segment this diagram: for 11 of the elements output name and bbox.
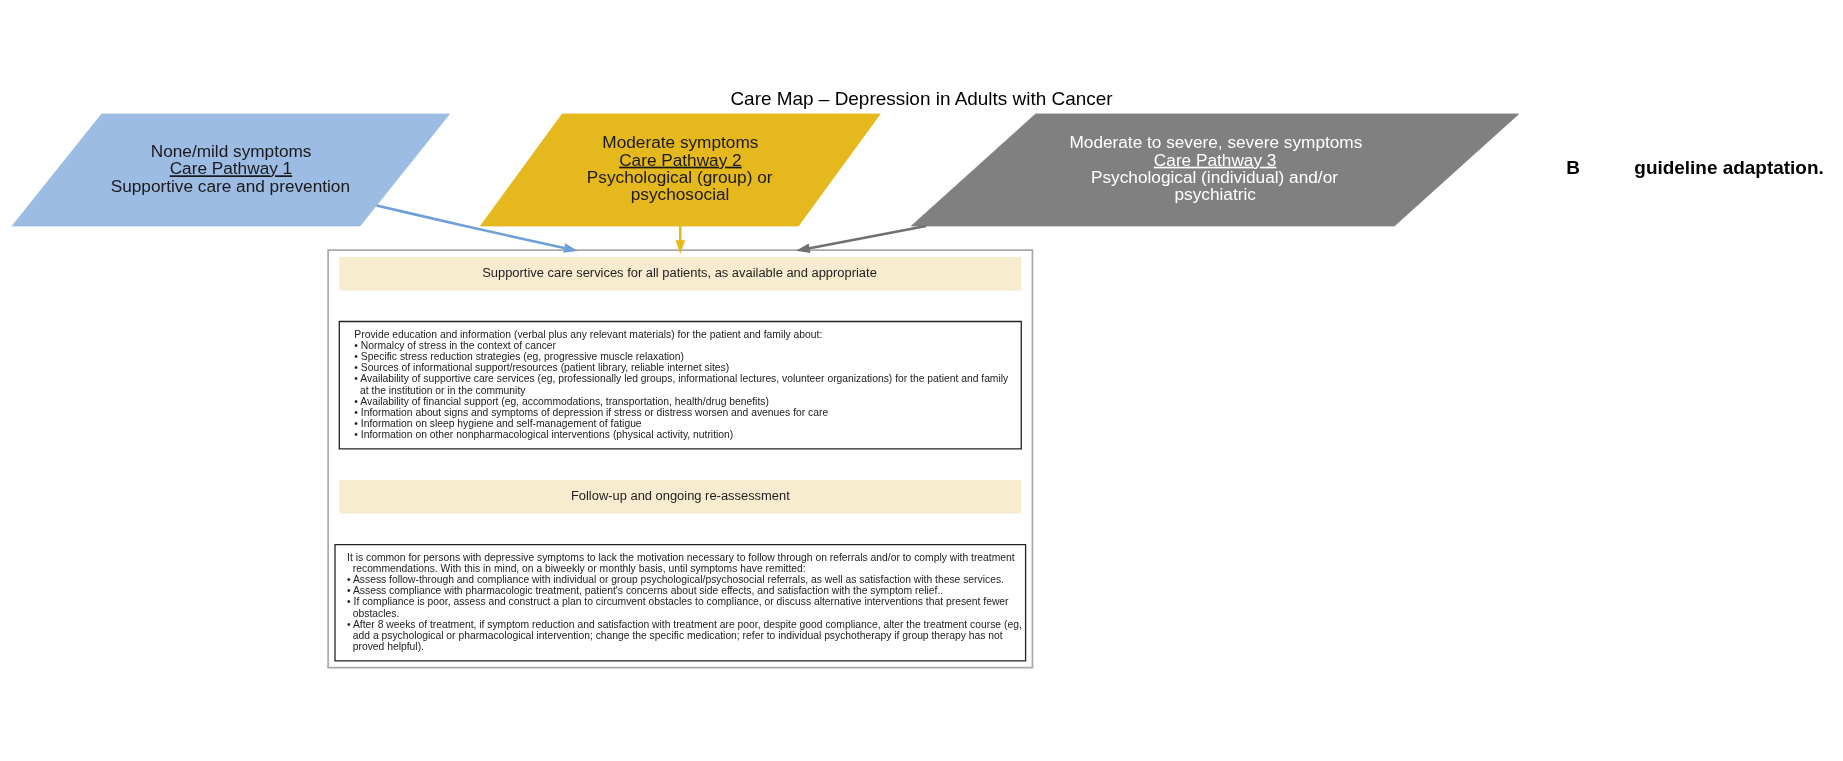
node-box: Supportive care services for all patients, as available and appropriate: [339, 256, 1022, 291]
label: B: [1566, 156, 1581, 178]
node-box: Provide education and information (verbal plus any relevant materials) for the patient and family about: • Normalcy of stress in the context of cancer • Specific stress reduction strategies (eg, progressive muscle relaxation) • Sources of informational support/resources (patient library, reliable internet sites) • Availability of supportive care services (eg, professionally led groups, informational lectures, volunteer organizations) for the patient and family at the institution or in the community • Availability of financial support (eg, accommodations, transportation, health/drug benefits) • Information about signs and symptoms of depression if stress or distress worsen and avenues for care • Information on sleep hygiene and self-management of fatigue • Information on other nonpharmacological interventions (physical activity, nutrition): [338, 320, 1022, 450]
node-box: It is common for persons with depressive symptoms to lack the motivation necessary to follow through on referrals and/or to comply with treatment recommendations. With this in mind, on a biweekly or monthly basis, until symptoms have remitted: • Assess follow-through and compliance with individual or group psychological/psychosocial referrals, as well as satisfaction with these services. • Assess compliance with pharmacologic treatment, patient's concerns about side effects, and satisfaction with the symptom relief.. • If compliance is poor, assess and construct a plan to circumvent obstacles to compliance, or discuss alternative interventions that present fewer obstacles. • After 8 weeks of treatment, if symptom reduction and satisfaction with treatment are poor, despite good compliance, alter the treatment course (eg, add a psychological or pharmacological intervention; change the specific medication; refer to individual psychotherapy if group therapy has not proved helpful).: [334, 543, 1027, 662]
arrow: [376, 204, 578, 253]
arrow: [796, 224, 927, 253]
diagram-title: Care Map – Depression in Adults with Cancer: [730, 88, 1113, 110]
node-box: Follow-up and ongoing re-assessment: [339, 479, 1022, 514]
label: guideline adaptation.: [1634, 156, 1824, 178]
cluster: [327, 249, 1034, 669]
arrow: [675, 226, 686, 254]
